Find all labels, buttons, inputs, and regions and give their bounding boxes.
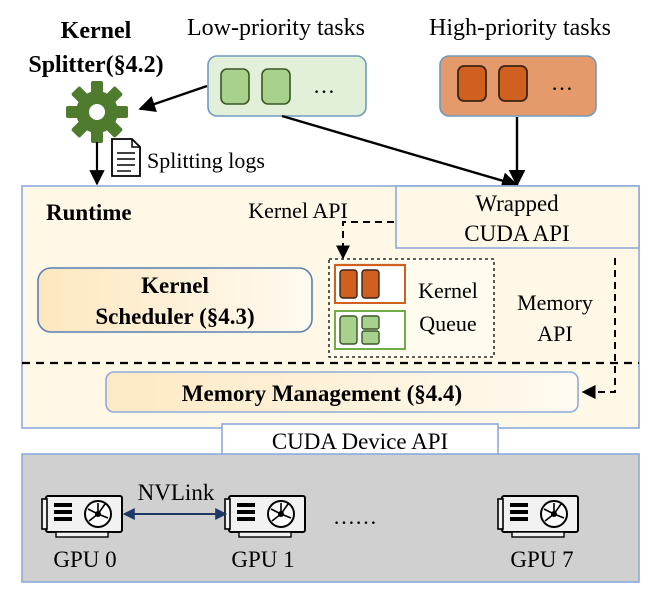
gpu-card-icon-0 [41, 495, 123, 538]
gear-icon [66, 81, 128, 143]
queue-low-block-3 [361, 330, 380, 345]
memory-api-line1: Memory [517, 290, 593, 315]
memory-management-label: Memory Management (§4.4) [182, 381, 462, 406]
gpu-dots: …… [333, 504, 377, 529]
high-task-block-1 [457, 65, 487, 102]
gpu-label-0: GPU 0 [53, 547, 116, 572]
queue-line1: Kernel [418, 278, 478, 303]
low-task-block-1 [220, 68, 250, 105]
splitter-title-line2: Splitter(§4.2) [28, 52, 163, 78]
document-icon [111, 138, 141, 177]
splitter-title-line1: Kernel [61, 18, 132, 44]
memory-api-line2: API [537, 321, 572, 346]
low-to-wrapped-api-arrow [281, 114, 519, 189]
queue-low-block-2 [361, 315, 380, 330]
gpu-label-7: GPU 7 [510, 547, 573, 572]
low-task-block-2 [261, 68, 291, 105]
low-priority-label: Low-priority tasks [187, 15, 365, 41]
wrapped-api-line2: CUDA API [464, 221, 569, 246]
queue-low-block-1 [339, 315, 358, 345]
scheduler-line2: Scheduler (§4.3) [95, 304, 254, 329]
runtime-label: Runtime [46, 200, 132, 225]
gpu-card-icon-7 [497, 495, 579, 538]
low-to-splitter-arrow [138, 84, 208, 113]
high-task-ellipsis: … [551, 70, 573, 95]
nvlink-label: NVLink [138, 480, 215, 505]
kernel-scheduler-box [37, 267, 313, 333]
high-task-block-2 [498, 65, 528, 102]
high-priority-label: High-priority tasks [429, 15, 611, 41]
wrapped-cuda-api-box [395, 185, 640, 249]
low-task-ellipsis: … [313, 73, 335, 98]
memory-api-dashed-arrow [581, 258, 616, 399]
cuda-device-api-label: CUDA Device API [272, 429, 448, 454]
gpu-label-1: GPU 1 [231, 547, 294, 572]
gpu-card-icon-1 [224, 495, 306, 538]
memory-management-box [105, 371, 579, 413]
kernel-api-label: Kernel API [248, 198, 348, 223]
queue-high-block-2 [361, 269, 380, 299]
queue-high-block-1 [339, 269, 358, 299]
scheduler-line1: Kernel [141, 273, 209, 298]
cuda-device-api-box [221, 423, 499, 459]
kernel-api-dashed-arrow [336, 221, 394, 260]
splitting-logs-label: Splitting logs [147, 148, 265, 173]
wrapped-api-line1: Wrapped [475, 191, 559, 216]
queue-line2: Queue [419, 311, 476, 336]
